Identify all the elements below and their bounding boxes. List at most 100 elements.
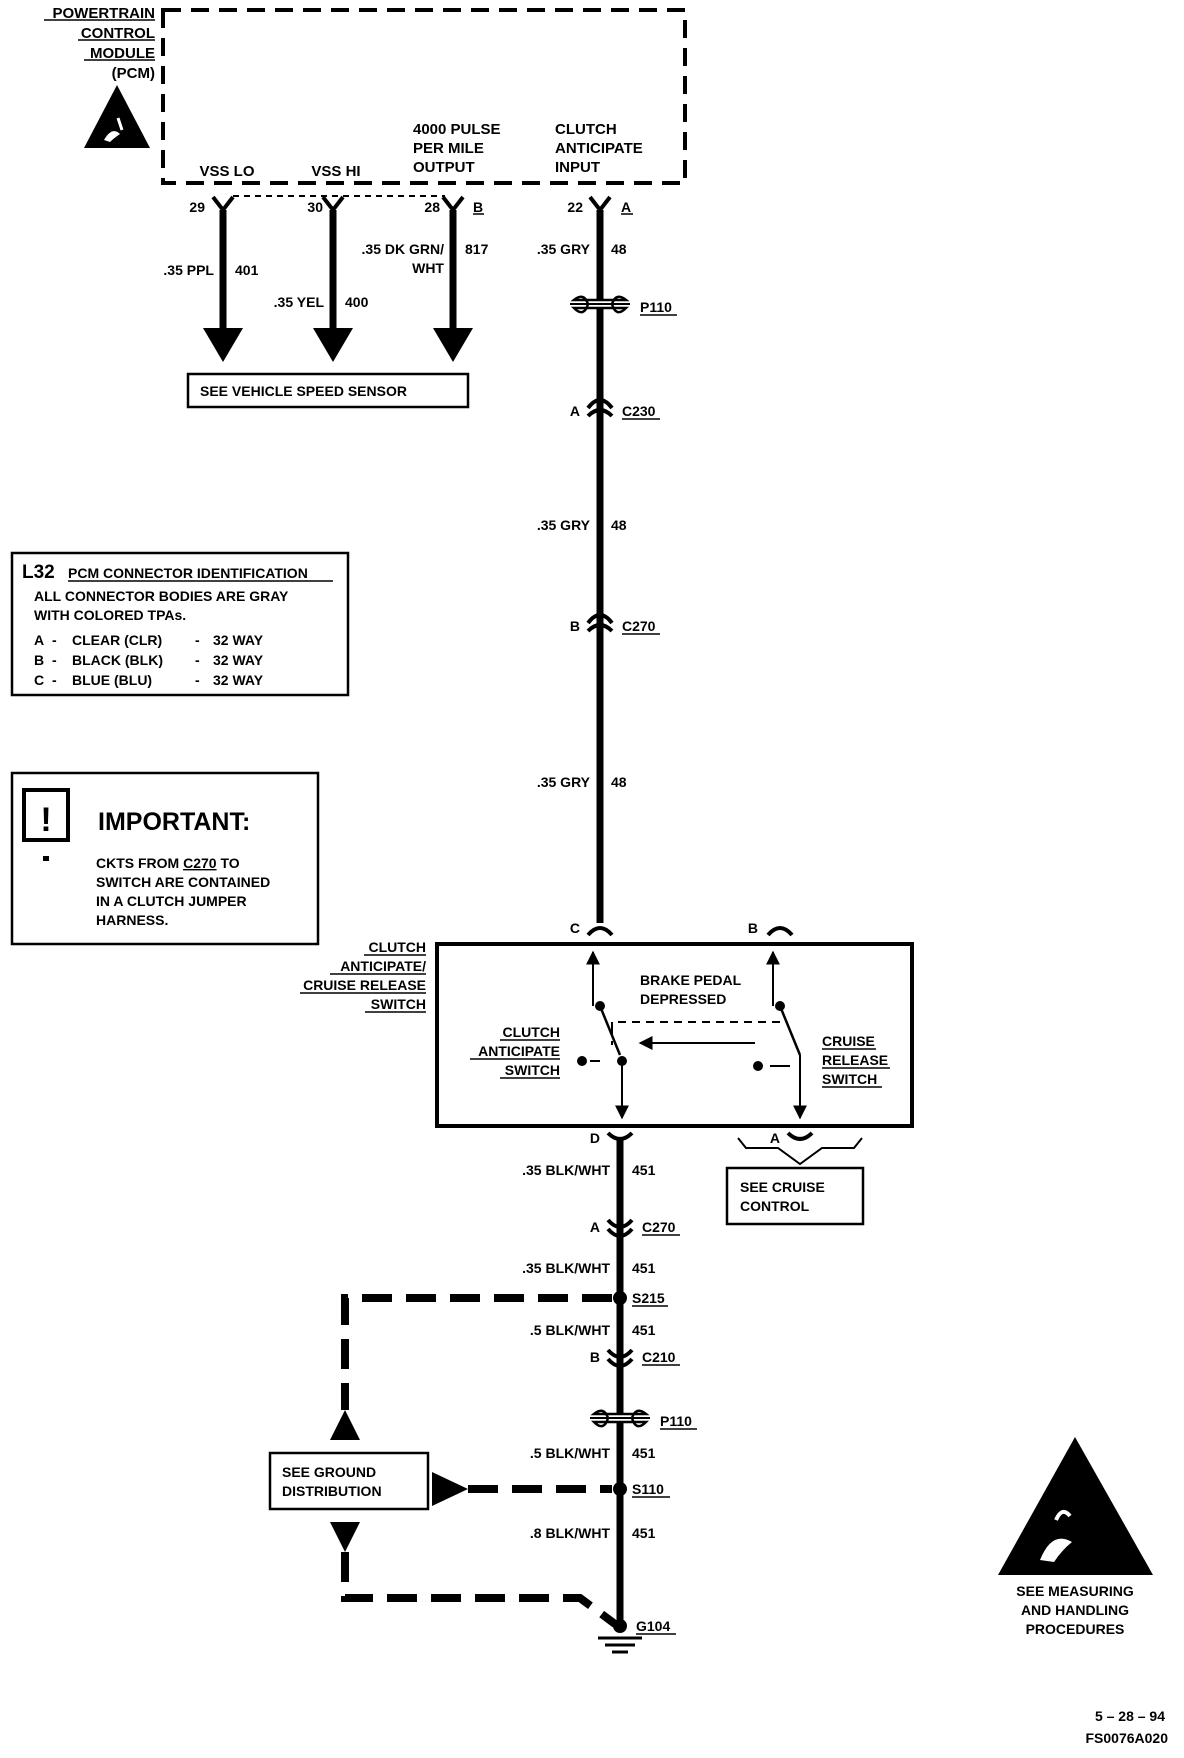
splice-s215: S215 <box>613 1290 668 1307</box>
switch-assembly-box <box>435 942 914 1128</box>
wire-48-number-2: 48 <box>611 517 627 533</box>
ground-reference-box[interactable]: SEE GROUND DISTRIBUTION <box>268 1451 430 1511</box>
wire-451-color-3: .5 BLK/WHT <box>530 1322 611 1338</box>
switch-assembly-label: CLUTCH ANTICIPATE/ CRUISE RELEASE SWITCH <box>300 939 426 1013</box>
s215-label: S215 <box>632 1290 665 1306</box>
clutch-switch-line-2: ANTICIPATE <box>478 1043 560 1059</box>
brake-pedal-line-2: DEPRESSED <box>640 991 726 1007</box>
wire-817-color-line-2: WHT <box>412 260 444 276</box>
vss-wires: .35 PPL 401 .35 YEL 400 .35 DK GRN/ WHT … <box>163 210 489 362</box>
clutch-input-line-1: CLUTCH <box>555 121 617 138</box>
c270-lower-label: C270 <box>642 1219 676 1235</box>
pulse-output-line-1: 4000 PULSE <box>413 121 501 138</box>
important-line-2: SWITCH ARE CONTAINED <box>96 874 270 890</box>
pin-22: 22 <box>567 199 583 215</box>
brake-pedal-line-1: BRAKE PEDAL <box>640 972 742 988</box>
important-note-box: ! IMPORTANT: CKTS FROM C270 TO SWITCH AR… <box>10 771 320 946</box>
cruise-switch-line-1: CRUISE <box>822 1033 875 1049</box>
svg-text:!: ! <box>40 801 51 839</box>
wire-451-number-1: 451 <box>632 1162 656 1178</box>
important-title: IMPORTANT: <box>98 808 250 836</box>
pin-30: 30 <box>307 199 323 215</box>
l32-row-a-dash: - <box>52 632 57 648</box>
wire-817-number: 817 <box>465 241 489 257</box>
g104-label: G104 <box>636 1618 670 1634</box>
connector-c210: B C210 <box>590 1348 680 1368</box>
wire-451-number-4: 451 <box>632 1445 656 1461</box>
l32-row-a-dash2: - <box>195 632 200 648</box>
connector-p110-upper: P110 <box>570 295 677 316</box>
clutch-switch-line-3: SWITCH <box>505 1062 560 1078</box>
pcm-title-line-1: POWERTRAIN <box>53 5 156 22</box>
switch-pin-d: D <box>590 1130 600 1146</box>
important-ref-c270: C270 <box>183 855 217 871</box>
wire-451-color-2: .35 BLK/WHT <box>522 1260 610 1276</box>
switch-pin-a: A <box>770 1130 780 1146</box>
switch-label-line-4: SWITCH <box>371 996 426 1012</box>
p110-upper-label: P110 <box>640 299 672 315</box>
switch-pin-c: C <box>570 920 580 936</box>
pin-28-connector: B <box>473 199 483 215</box>
l32-row-b-ways: 32 WAY <box>213 652 264 668</box>
important-line-4: HARNESS. <box>96 912 168 928</box>
clutch-input-line-2: ANTICIPATE <box>555 140 643 157</box>
connector-c270-lower: A C270 <box>590 1218 680 1238</box>
important-icon: ! <box>22 788 70 861</box>
wire-817-color-line-1: .35 DK GRN/ <box>362 241 445 257</box>
p110-lower-label: P110 <box>660 1413 692 1429</box>
c270-lower-pin: A <box>590 1219 600 1235</box>
wire-451-color-5: .8 BLK/WHT <box>530 1525 611 1541</box>
connector-c230: A C230 <box>570 398 660 420</box>
l32-row-a-name: CLEAR (CLR) <box>72 632 162 648</box>
pcm-pins: 29 30 28 B 22 A <box>189 195 633 215</box>
pcm-title-line-4: (PCM) <box>112 65 155 82</box>
wire-48-color-3: .35 GRY <box>537 774 591 790</box>
cruise-reference-box[interactable]: SEE CRUISE CONTROL <box>725 1166 865 1226</box>
switch-pin-b: B <box>748 920 758 936</box>
l32-row-c-pin: C <box>34 672 44 688</box>
l32-title: PCM CONNECTOR IDENTIFICATION <box>68 565 308 581</box>
wire-401-number: 401 <box>235 262 259 278</box>
l32-row-a-pin: A <box>34 632 44 648</box>
vss-lo-label: VSS LO <box>199 163 254 180</box>
switch-label-line-1: CLUTCH <box>368 939 426 955</box>
switch-label-line-2: ANTICIPATE/ <box>340 958 426 974</box>
wire-451-number-3: 451 <box>632 1322 656 1338</box>
c210-pin: B <box>590 1349 600 1365</box>
l32-row-c-name: BLUE (BLU) <box>72 672 152 688</box>
ground-distribution-paths <box>330 1294 618 1628</box>
esd-note-line-2: AND HANDLING <box>1021 1602 1129 1618</box>
circuit-48: .35 GRY 48 .35 GRY 48 .35 GRY 48 <box>537 210 627 923</box>
vss-reference-box[interactable]: SEE VEHICLE SPEED SENSOR <box>186 372 470 409</box>
clutch-switch-line-1: CLUTCH <box>502 1024 560 1040</box>
cruise-ref-line-2: CONTROL <box>740 1198 810 1214</box>
connector-p110-lower: P110 <box>590 1409 697 1430</box>
clutch-input-line-3: INPUT <box>555 159 600 176</box>
vss-hi-label: VSS HI <box>311 163 360 180</box>
pcm-module-box: POWERTRAIN CONTROL MODULE (PCM) VSS LO V… <box>44 5 687 185</box>
important-line-3: IN A CLUTCH JUMPER <box>96 893 247 909</box>
l32-code: L32 <box>22 562 55 583</box>
l32-row-c-ways: 32 WAY <box>213 672 264 688</box>
l32-row-b-pin: B <box>34 652 44 668</box>
wire-451-number-5: 451 <box>632 1525 656 1541</box>
ground-ref-line-2: DISTRIBUTION <box>282 1483 382 1499</box>
l32-row-b-name: BLACK (BLK) <box>72 652 163 668</box>
pin-28: 28 <box>424 199 440 215</box>
c230-pin: A <box>570 403 580 419</box>
connector-c270-upper: B C270 <box>570 613 660 635</box>
pulse-output-line-3: OUTPUT <box>413 159 475 176</box>
esd-note: SEE MEASURING AND HANDLING PROCEDURES <box>998 1437 1153 1637</box>
l32-desc-line-2: WITH COLORED TPAs. <box>34 607 186 623</box>
esd-warning-icon <box>84 85 150 148</box>
pcm-title-line-2: CONTROL <box>81 25 155 42</box>
s110-label: S110 <box>632 1481 664 1497</box>
vss-reference-text: SEE VEHICLE SPEED SENSOR <box>200 383 407 399</box>
important-line-1: CKTS FROM C270 TO <box>96 855 240 871</box>
l32-row-b-dash: - <box>52 652 57 668</box>
pcm-title-line-3: MODULE <box>90 45 155 62</box>
switch-internals: BRAKE PEDAL DEPRESSED CLUTCH ANTICIPATE … <box>470 950 890 1120</box>
esd-note-line-3: PROCEDURES <box>1026 1621 1125 1637</box>
l32-row-c-dash: - <box>52 672 57 688</box>
